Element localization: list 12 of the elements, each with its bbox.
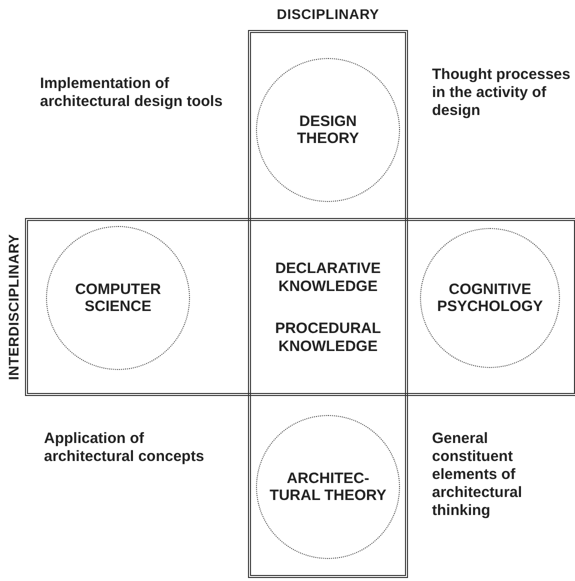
band-heading: DISCIPLINARY: [276, 5, 380, 24]
note-text: DECLARATIVE KNOWLEDGE: [274, 260, 382, 296]
topic-label: COMPUTER SCIENCE: [74, 280, 162, 316]
note-text: Implementation of architectural design tools: [40, 75, 224, 111]
topic-label: ARCHITEC- TURAL THEORY: [269, 470, 387, 504]
note-text: General constituent elements of architectural thinking: [432, 430, 524, 520]
note-text: Thought processes in the activity of design: [432, 66, 572, 120]
topic-label: DESIGN THEORY: [296, 112, 360, 148]
note-text: PROCEDURAL KNOWLEDGE: [274, 320, 382, 356]
topic-label: COGNITIVE PSYCHOLOGY: [436, 280, 544, 316]
note-text: Application of architectural concepts: [44, 430, 206, 466]
band-heading: INTERDISCIPLINARY: [4, 234, 22, 380]
